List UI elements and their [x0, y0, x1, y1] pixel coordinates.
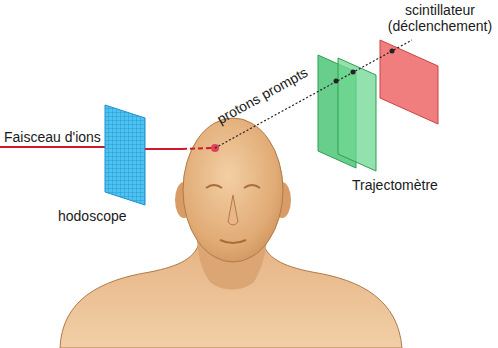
track-label: protons prompts [214, 64, 310, 127]
scintillator-label: scintillateur (déclenchement) [386, 2, 494, 34]
beam-label: Faisceau d'ions [4, 129, 101, 145]
hodoscope-label: hodoscope [58, 208, 127, 224]
trajectometer-label: Trajectomètre [352, 177, 438, 193]
